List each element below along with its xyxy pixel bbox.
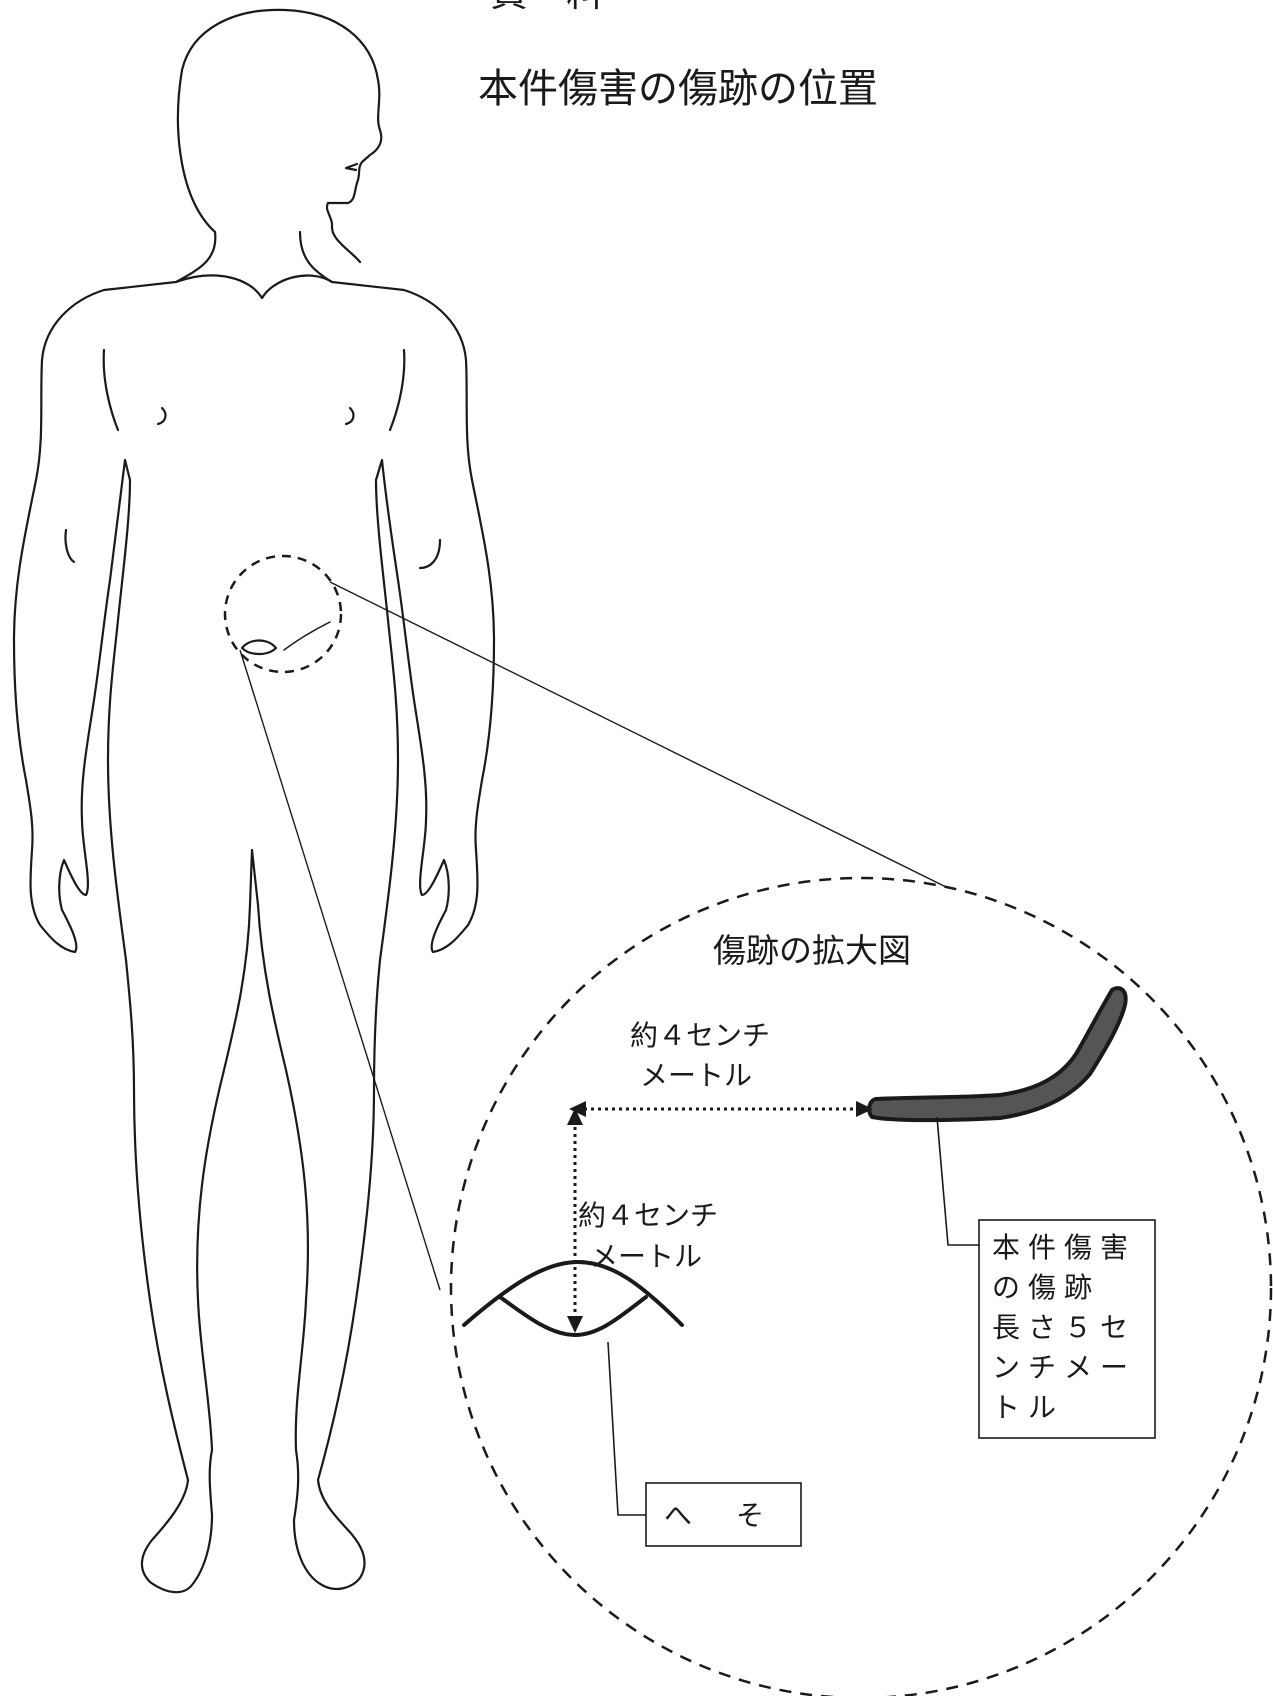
elbow-right: [420, 540, 440, 568]
header-label: 資 料: [490, 0, 604, 15]
collarbone-detail: [176, 275, 332, 298]
head-outline: [178, 10, 381, 262]
zoom-connector-bottom: [240, 650, 440, 1290]
horizontal-distance-arrow: [569, 1101, 873, 1117]
vertical-distance-label-2: メートル: [590, 1240, 702, 1273]
scar-label-line-4: ンチメー: [992, 1351, 1136, 1384]
scar-area-circle: [225, 556, 341, 672]
elbow-left: [65, 530, 74, 562]
vertical-distance-label-1: 約４センチ: [578, 1199, 718, 1232]
scar-label-line-5: トル: [992, 1391, 1064, 1424]
zoom-connector-top: [330, 582, 948, 888]
scar-label-line-2: の傷跡: [992, 1271, 1100, 1304]
scar-small: [284, 622, 330, 650]
body-outline: [14, 10, 494, 1592]
horizontal-distance-label-2: メートル: [640, 1059, 752, 1092]
scar-enlarged: [869, 988, 1126, 1120]
scar-label-line-1: 本件傷害: [992, 1231, 1136, 1264]
nipple-right: [346, 408, 353, 424]
scar-callout-line: [937, 1117, 980, 1245]
body-main-outline: [14, 232, 494, 1592]
figure-title: 本件傷害の傷跡の位置: [478, 66, 878, 112]
navel-label: へ そ: [664, 1499, 772, 1532]
enlarged-view-title: 傷跡の拡大図: [713, 931, 911, 970]
navel-small: [242, 641, 276, 655]
nipple-left: [158, 408, 165, 424]
mouth-detail: [346, 164, 357, 170]
horizontal-distance-label-1: 約４センチ: [630, 1019, 770, 1052]
chest-left: [104, 350, 118, 430]
navel-callout-line: [608, 1342, 646, 1515]
chest-right: [390, 350, 404, 430]
enlarged-view-circle: [451, 878, 1271, 1696]
scar-label-line-3: 長さ５セ: [992, 1311, 1136, 1344]
